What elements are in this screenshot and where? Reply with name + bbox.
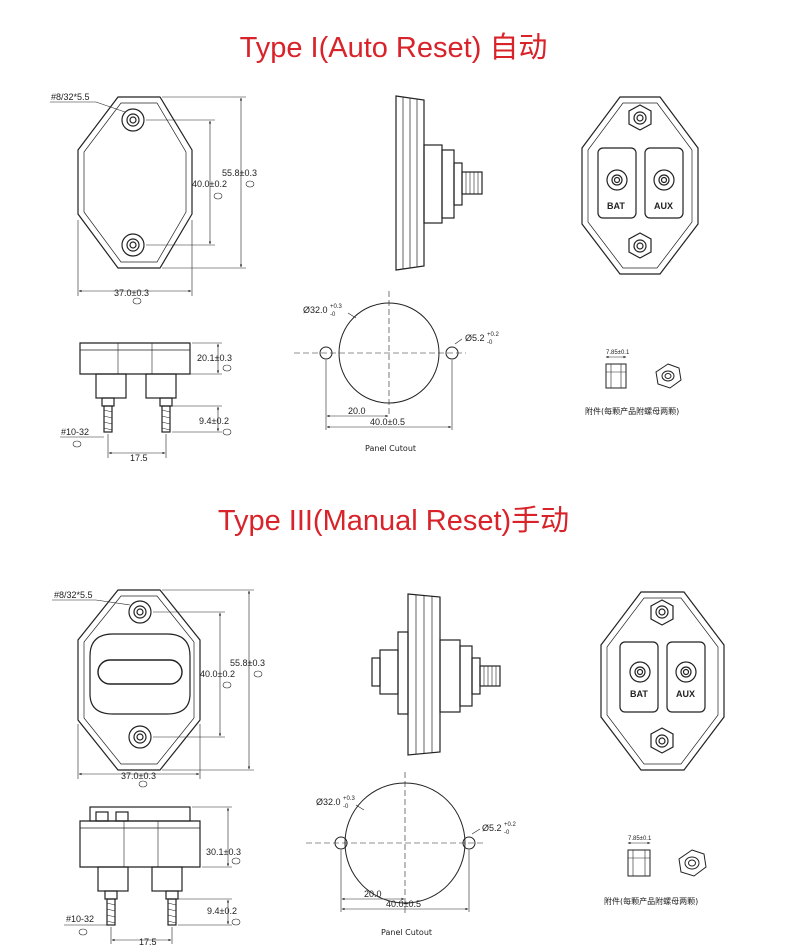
- stud-length-label: 9.4±0.2: [199, 416, 229, 426]
- hole-spacing-label: 40.0±0.2: [192, 179, 227, 189]
- hole-tol-minus: -0: [487, 340, 493, 346]
- cutout-tol-minus: -0: [330, 312, 336, 318]
- side-view-manual: [371, 593, 501, 756]
- cut-span-label: 40.0±0.5: [370, 417, 405, 427]
- front-view: [50, 96, 255, 305]
- hole-diameter-label: Ø5.2: [465, 333, 485, 343]
- stud-thread-label: #10-32: [61, 427, 89, 437]
- back-view-manual: [600, 591, 725, 771]
- height-label: 55.8±0.3: [222, 168, 257, 178]
- bat-label-manual: BAT: [630, 689, 648, 699]
- width-label-manual: 37.0±0.3: [121, 771, 156, 781]
- hole-tol-plus-manual: +0.2: [504, 822, 517, 828]
- panel-cutout-caption: Panel Cutout: [365, 444, 416, 453]
- section-1-title: Type I(Auto Reset) 自动: [239, 32, 548, 64]
- accessory-note: 附件(每颗产品附螺母两颗): [585, 406, 679, 416]
- screw-label: #8/32*5.5: [51, 92, 90, 102]
- cutout-tol-plus-manual: +0.3: [343, 796, 356, 802]
- hole-diameter-label-manual: Ø5.2: [482, 823, 502, 833]
- back-view: [581, 96, 699, 275]
- section-2: #8/32*5.5 40.0±0.2 55.8±0.3 37.0±0.3: [52, 589, 725, 947]
- width-label: 37.0±0.3: [114, 288, 149, 298]
- side-view: [395, 95, 483, 271]
- panel-cutout-caption-manual: Panel Cutout: [381, 928, 432, 937]
- front-view-manual: [52, 589, 263, 788]
- hole-tol-minus-manual: -0: [504, 830, 510, 836]
- hole-tol-plus: +0.2: [487, 332, 500, 338]
- stud-spacing-label: 17.5: [130, 453, 148, 463]
- aux-label-manual: AUX: [676, 689, 695, 699]
- bottom-side-view-manual: [64, 806, 241, 944]
- side-height-label: 20.1±0.3: [197, 353, 232, 363]
- aux-label: AUX: [654, 201, 673, 211]
- bat-label: BAT: [607, 201, 625, 211]
- height-label-manual: 55.8±0.3: [230, 658, 265, 668]
- nut-accessories: [605, 355, 682, 389]
- panel-cutout: [294, 291, 466, 430]
- bottom-side-view: [60, 342, 232, 458]
- accessory-note-manual: 附件(每颗产品附螺母两颗): [604, 896, 698, 906]
- stud-length-label-manual: 9.4±0.2: [207, 906, 237, 916]
- panel-cutout-manual: [306, 772, 486, 916]
- cutout-diameter-label-manual: Ø32.0: [316, 797, 341, 807]
- stud-thread-label-manual: #10-32: [66, 914, 94, 924]
- cut-span-label-manual: 40.0±0.5: [386, 899, 421, 909]
- cutout-tol-plus: +0.3: [330, 304, 343, 310]
- cut-half-label-manual: 20.0: [364, 889, 382, 899]
- hole-spacing-label-manual: 40.0±0.2: [200, 669, 235, 679]
- nut-size-label-manual: 7.85±0.1: [628, 836, 652, 842]
- cutout-diameter-label: Ø32.0: [303, 305, 328, 315]
- side-height-label-manual: 30.1±0.3: [206, 847, 241, 857]
- cut-half-label: 20.0: [348, 406, 366, 416]
- nut-size-label: 7.85±0.1: [606, 350, 630, 356]
- cutout-tol-minus-manual: -0: [343, 804, 349, 810]
- nut-accessories-manual: [627, 841, 707, 877]
- section-1: #8/32*5.5 40.0±0.2 55.8±0.3 37.0±0.3: [50, 92, 699, 463]
- screw-label-manual: #8/32*5.5: [54, 590, 93, 600]
- section-2-title: Type III(Manual Reset)手动: [217, 505, 570, 537]
- stud-spacing-label-manual: 17.5: [139, 937, 157, 947]
